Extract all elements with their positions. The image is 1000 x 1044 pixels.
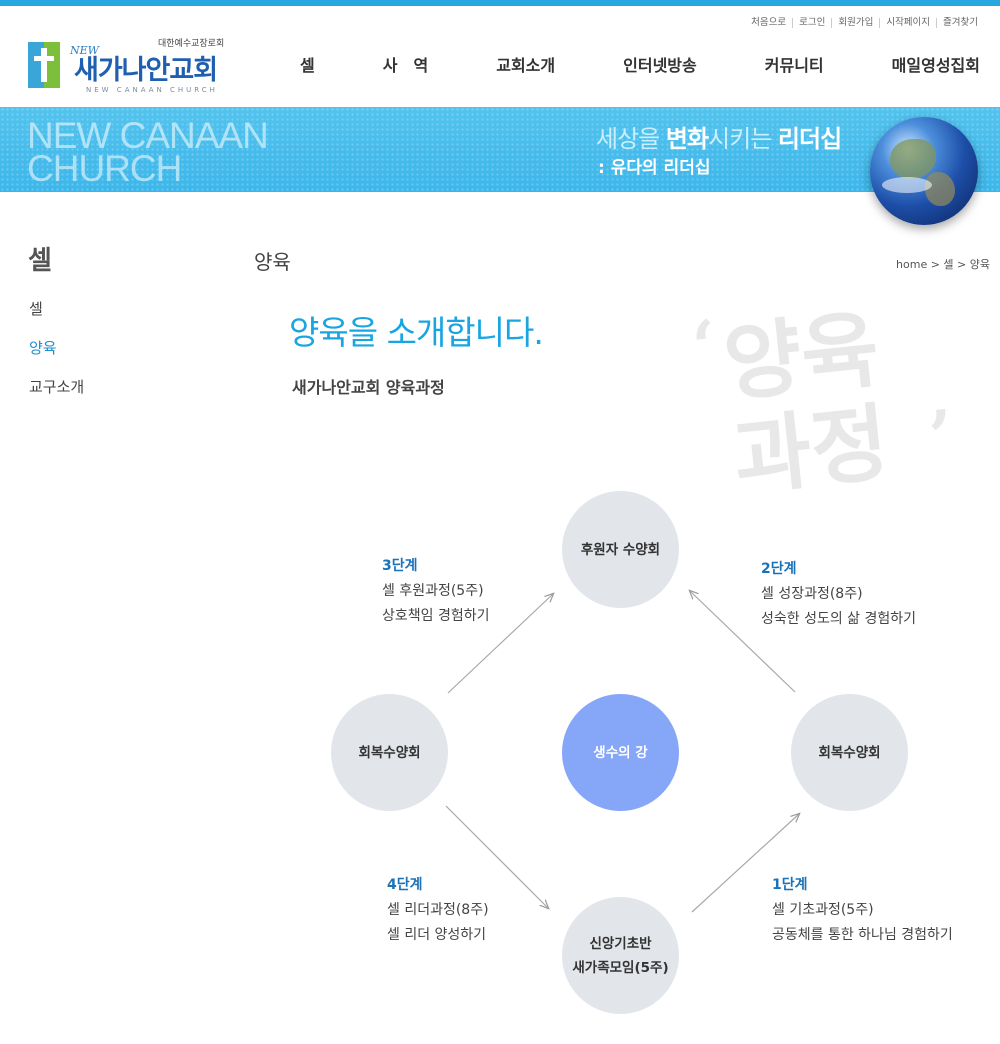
logo-denomination: 대한예수교장로회 (158, 39, 225, 49)
util-link-home[interactable]: 처음으로 (751, 17, 787, 28)
nav-item-about[interactable]: 교회소개 (496, 56, 556, 75)
subheading: 새가나안교회 양육과정 (292, 378, 445, 397)
header: 처음으로 로그인 회원가입 시작페이지 즐겨찾기 NEW 대한예수교장로회 새가… (0, 6, 1000, 107)
util-link-signup[interactable]: 회원가입 (831, 18, 879, 28)
stage-circle-right: 회복수양회 (791, 694, 908, 811)
breadcrumb: home > 셀 > 양육 (896, 258, 990, 271)
step-1-text: 1단계 셀 기초과정(5주) 공동체를 통한 하나님 경험하기 (772, 877, 953, 943)
nav-item-daily-meeting[interactable]: 매일영성집회 (891, 56, 980, 75)
page-title: 양육 (254, 250, 291, 274)
nav-item-cell[interactable]: 셀 (300, 56, 315, 75)
util-link-login[interactable]: 로그인 (792, 18, 831, 28)
stage-circle-left: 회복수양회 (331, 694, 448, 811)
stage-circle-bottom: 신앙기초반 새가족모임(5주) (562, 897, 679, 1014)
brush-calligraphy: ‘ 양육 과정 ’ (688, 298, 958, 507)
sidebar-title: 셀 (28, 246, 52, 276)
util-link-bookmark[interactable]: 즐겨찾기 (936, 18, 984, 28)
logo-english: NEW CANAAN CHURCH (86, 86, 218, 94)
step-4-text: 4단계 셀 리더과정(8주) 셀 리더 양성하기 (387, 877, 489, 943)
cross-icon (28, 42, 60, 88)
step-2-text: 2단계 셀 성장과정(8주) 성숙한 성도의 삶 경험하기 (761, 561, 917, 627)
world-map-pattern (0, 107, 1000, 192)
sidebar-item-parish[interactable]: 교구소개 (29, 378, 85, 396)
utility-links: 처음으로 로그인 회원가입 시작페이지 즐겨찾기 (745, 18, 984, 28)
nav-item-broadcast[interactable]: 인터넷방송 (623, 56, 697, 75)
sidebar-item-nurture[interactable]: 양육 (29, 339, 57, 357)
main-nav: 셀 사 역 교회소개 인터넷방송 커뮤니티 매일영성집회 (290, 52, 990, 76)
logo-new-text: NEW (70, 44, 99, 57)
banner-slogan: 세상을 변화시키는 리더십 (596, 125, 842, 153)
step-3-text: 3단계 셀 후원과정(5주) 상호책임 경험하기 (382, 558, 490, 624)
stage-circle-top: 후원자 수양회 (562, 491, 679, 608)
stage-circle-center: 생수의 강 (562, 694, 679, 811)
logo-name: 새가나안교회 (74, 55, 218, 86)
nav-item-ministry[interactable]: 사 역 (382, 56, 429, 75)
util-link-startpage[interactable]: 시작페이지 (879, 18, 936, 28)
banner: NEW CANAAN CHURCH 세상을 변화시키는 리더십 : 유다의 리더… (0, 107, 1000, 225)
top-accent-bar (0, 0, 1000, 6)
banner-english-title: NEW CANAAN CHURCH (27, 115, 269, 189)
banner-subslogan: : 유다의 리더십 (598, 158, 711, 178)
sidebar-item-cell[interactable]: 셀 (29, 300, 43, 318)
nav-item-community[interactable]: 커뮤니티 (764, 56, 824, 75)
globe-icon (870, 117, 978, 225)
intro-heading: 양육을 소개합니다. (289, 313, 544, 352)
church-logo[interactable]: NEW 대한예수교장로회 새가나안교회 NEW CANAAN CHURCH (28, 36, 228, 96)
